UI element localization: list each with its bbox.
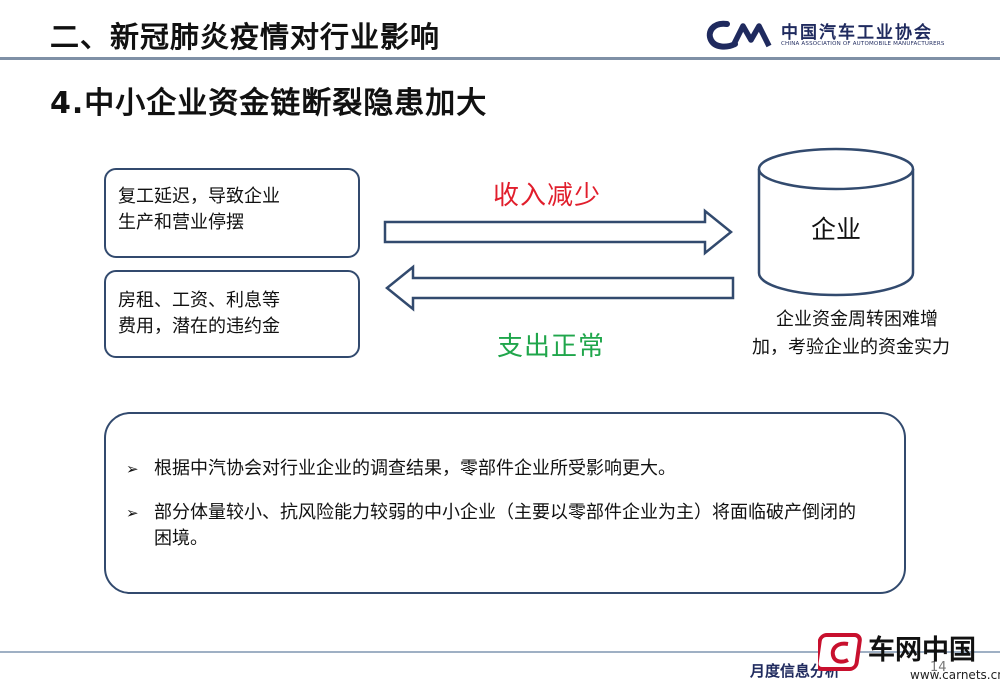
page-number: 14 [930,660,947,675]
income-decrease-label: 收入减少 [493,181,602,211]
watermark-logo-icon [818,633,862,671]
enterprise-cylinder-icon [757,147,915,297]
summary-bullet: ➢ 根据中汽协会对行业企业的调查结果，零部件企业所受影响更大。 [126,456,866,482]
cause-box-expense: 房租、工资、利息等 费用，潜在的违约金 [104,270,360,358]
slide-subtitle: 4.中小企业资金链断裂隐患加大 [50,86,488,121]
arrow-left-icon [385,264,735,312]
cause-box-line: 费用，潜在的违约金 [118,316,280,337]
cause-box-line: 复工延迟，导致企业 [118,186,280,207]
summary-bullet-text: 部分体量较小、抗风险能力较弱的中小企业（主要以零部件企业为主）将面临破产倒闭的困… [154,502,856,549]
logo-chinese-name: 中国汽车工业协会 [781,23,933,43]
caam-logo-icon [706,20,772,50]
enterprise-note: 企业资金周转困难增加，考验企业的资金实力 [752,309,950,358]
logo-english-name: CHINA ASSOCIATION OF AUTOMOBILE MANUFACT… [781,41,945,47]
section-title: 二、新冠肺炎疫情对行业影响 [50,20,441,54]
expense-normal-label: 支出正常 [497,332,606,362]
watermark-url: www.carnets.cn [910,668,1000,682]
watermark-site-name: 车网中国 [868,635,976,666]
summary-bullet: ➢ 部分体量较小、抗风险能力较弱的中小企业（主要以零部件企业为主）将面临破产倒闭… [126,500,866,552]
header-divider [0,57,1000,60]
cause-box-line: 生产和营业停摆 [118,212,244,233]
enterprise-label: 企业 [810,215,861,244]
arrow-right-icon [383,208,733,256]
cause-box-revenue: 复工延迟，导致企业 生产和营业停摆 [104,168,360,258]
caam-logo: 中国汽车工业协会 CHINA ASSOCIATION OF AUTOMOBILE… [705,18,965,54]
summary-box: ➢ 根据中汽协会对行业企业的调查结果，零部件企业所受影响更大。 ➢ 部分体量较小… [104,412,906,594]
footer-divider [0,651,1000,653]
bullet-arrow-icon: ➢ [126,504,139,522]
bullet-arrow-icon: ➢ [126,460,139,478]
summary-bullet-text: 根据中汽协会对行业企业的调查结果，零部件企业所受影响更大。 [154,458,676,479]
cause-box-line: 房租、工资、利息等 [118,290,280,311]
